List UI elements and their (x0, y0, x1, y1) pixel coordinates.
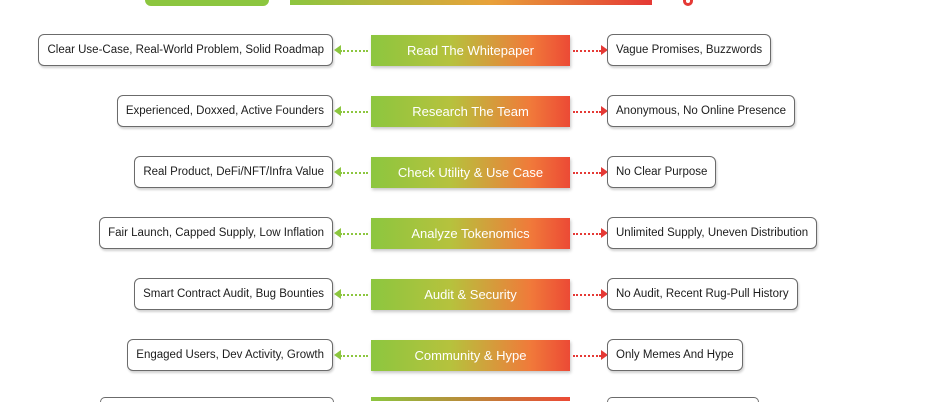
left-arrow-icon (334, 350, 341, 360)
good-sign-box: Engaged Users, Dev Activity, Growth (127, 339, 333, 371)
good-connector (340, 355, 368, 357)
step-box: Check Utility & Use Case (371, 157, 570, 188)
right-arrow-icon (601, 350, 608, 360)
red-flag-box: Vague Promises, Buzzwords (607, 34, 772, 66)
good-connector (340, 172, 368, 174)
left-arrow-icon (334, 45, 341, 55)
step-box: Analyze Tokenomics (371, 218, 570, 249)
right-arrow-icon (601, 45, 608, 55)
bad-connector (573, 50, 601, 52)
flow-row: Clear Use-Case, Real-World Problem, Soli… (0, 34, 940, 68)
left-arrow-icon (334, 289, 341, 299)
good-sign-box: Experienced, Doxxed, Active Founders (116, 95, 333, 127)
right-arrow-icon (601, 289, 608, 299)
step-box: Audit & Security (371, 279, 570, 310)
red-flag-box: Only Memes And Hype (607, 339, 743, 371)
bad-connector (573, 233, 601, 235)
step-box: Research The Team (371, 96, 570, 127)
left-arrow-icon (334, 106, 341, 116)
step-box: Read The Whitepaper (371, 35, 570, 66)
bad-connector (573, 172, 601, 174)
good-sign-box: Real Product, DeFi/NFT/Infra Value (134, 156, 333, 188)
good-connector (340, 233, 368, 235)
bad-connector (573, 111, 601, 113)
left-arrow-icon (334, 167, 341, 177)
flow-row: Real Product, DeFi/NFT/Infra Value Check… (0, 156, 940, 190)
left-arrow-icon (334, 228, 341, 238)
good-connector (340, 294, 368, 296)
top-gradient-bar (290, 0, 652, 5)
flow-row: Experienced, Doxxed, Active Founders Res… (0, 95, 940, 129)
good-sign-box: Smart Contract Audit, Bug Bounties (134, 278, 333, 310)
good-connector (340, 50, 368, 52)
top-green-shape (145, 0, 269, 6)
top-hook-shape (683, 0, 693, 6)
right-arrow-icon (601, 228, 608, 238)
right-arrow-icon (601, 106, 608, 116)
red-flag-box: Anonymous, No Online Presence (607, 95, 796, 127)
cut-off-step-box (371, 397, 570, 401)
good-sign-box: Fair Launch, Capped Supply, Low Inflatio… (99, 217, 333, 249)
flow-row: Smart Contract Audit, Bug Bounties Audit… (0, 278, 940, 312)
bad-connector (573, 355, 601, 357)
red-flag-box: Unlimited Supply, Uneven Distribution (607, 217, 818, 249)
good-sign-box: Clear Use-Case, Real-World Problem, Soli… (38, 34, 333, 66)
bad-connector (573, 294, 601, 296)
red-flag-box: No Audit, Recent Rug-Pull History (607, 278, 798, 310)
flow-row: Fair Launch, Capped Supply, Low Inflatio… (0, 217, 940, 251)
good-connector (340, 111, 368, 113)
right-arrow-icon (601, 167, 608, 177)
flow-row: Engaged Users, Dev Activity, Growth Comm… (0, 339, 940, 373)
red-flag-box: No Clear Purpose (607, 156, 717, 188)
step-box: Community & Hype (371, 340, 570, 371)
